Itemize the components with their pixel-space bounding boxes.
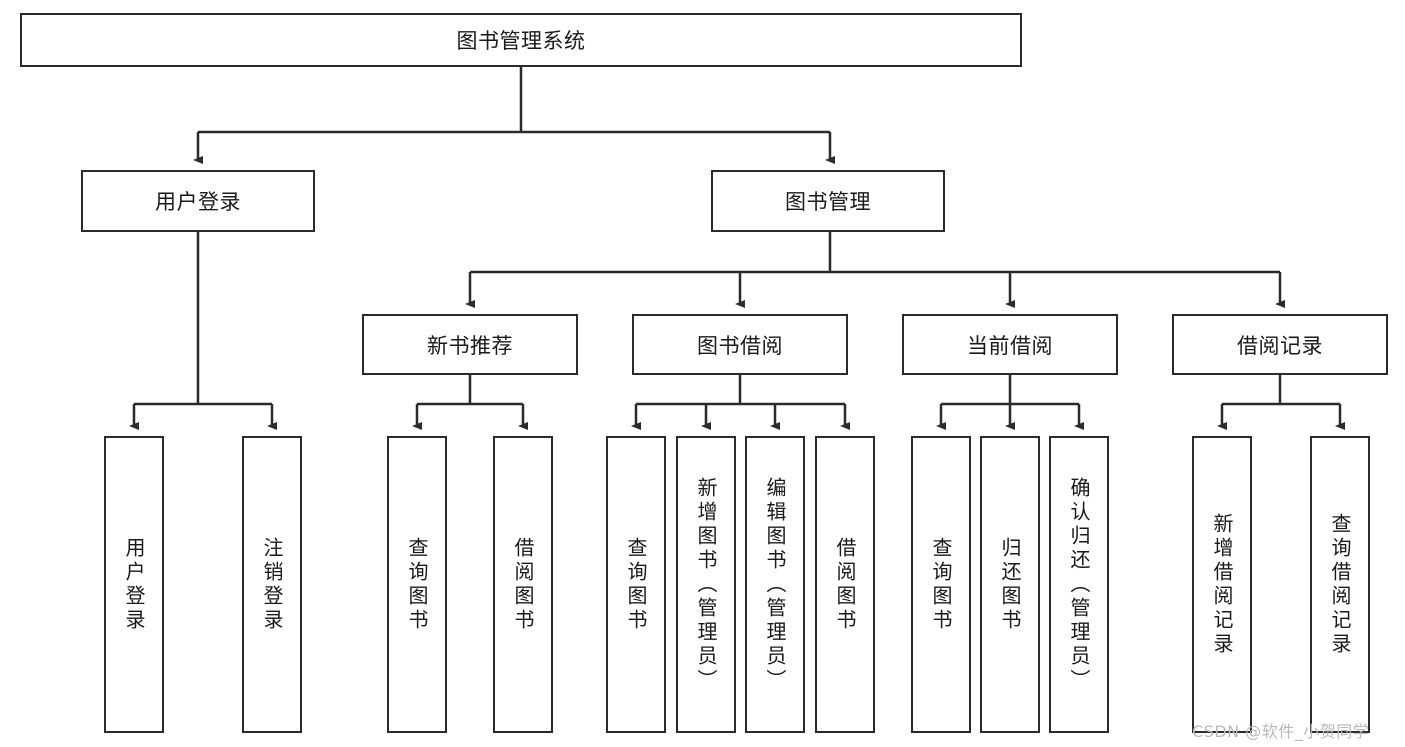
node-label: 注销登录 (260, 536, 284, 633)
node-label: 借阅记录 (1237, 333, 1323, 358)
node-label: 图书管理 (785, 190, 871, 214)
node-label: 查询图书 (929, 536, 953, 633)
node-label: 归还图书 (998, 536, 1022, 633)
node-label: 用户登录 (122, 536, 146, 633)
node-current-borrow[interactable]: 当前借阅 (902, 314, 1118, 375)
node-label: 用户登录 (155, 190, 241, 214)
node-book-borrow[interactable]: 图书借阅 (632, 314, 848, 375)
leaf-new-book-borrow[interactable]: 借阅图书 (493, 436, 553, 733)
node-label: 查询借阅记录 (1328, 512, 1352, 657)
leaf-borrow-record-add[interactable]: 新增借阅记录 (1192, 436, 1252, 733)
node-label: 查询图书 (624, 536, 648, 633)
leaf-borrow-record-query[interactable]: 查询借阅记录 (1310, 436, 1370, 733)
leaf-current-borrow-confirm-return[interactable]: 确认归还（管理员） (1049, 436, 1109, 733)
node-label: 借阅图书 (511, 536, 535, 633)
node-label: 当前借阅 (967, 333, 1053, 358)
node-label: 新书推荐 (427, 333, 513, 358)
node-label: 借阅图书 (833, 536, 857, 633)
leaf-current-borrow-return[interactable]: 归还图书 (980, 436, 1040, 733)
leaf-book-borrow-query[interactable]: 查询图书 (606, 436, 666, 733)
node-user-login[interactable]: 用户登录 (81, 170, 315, 232)
node-label: 图书借阅 (697, 333, 783, 358)
node-root-system[interactable]: 图书管理系统 (20, 13, 1022, 67)
node-label: 查询图书 (405, 536, 429, 633)
node-book-management[interactable]: 图书管理 (711, 170, 945, 232)
leaf-current-borrow-query[interactable]: 查询图书 (911, 436, 971, 733)
leaf-user-login-signin[interactable]: 用户登录 (104, 436, 164, 733)
node-label: 图书管理系统 (456, 29, 586, 53)
node-label: 编辑图书（管理员） (763, 476, 787, 693)
node-label: 新增借阅记录 (1210, 512, 1234, 657)
leaf-book-borrow-edit[interactable]: 编辑图书（管理员） (745, 436, 805, 733)
node-label: 确认归还（管理员） (1067, 476, 1091, 693)
leaf-book-borrow-lend[interactable]: 借阅图书 (815, 436, 875, 733)
leaf-book-borrow-add[interactable]: 新增图书（管理员） (676, 436, 736, 733)
leaf-new-book-query[interactable]: 查询图书 (387, 436, 447, 733)
node-borrow-record[interactable]: 借阅记录 (1172, 314, 1388, 375)
leaf-user-login-signout[interactable]: 注销登录 (242, 436, 302, 733)
node-new-book-recommend[interactable]: 新书推荐 (362, 314, 578, 375)
node-label: 新增图书（管理员） (694, 476, 718, 693)
csdn-watermark: CSDN @软件_小贺同学 (1192, 722, 1370, 741)
